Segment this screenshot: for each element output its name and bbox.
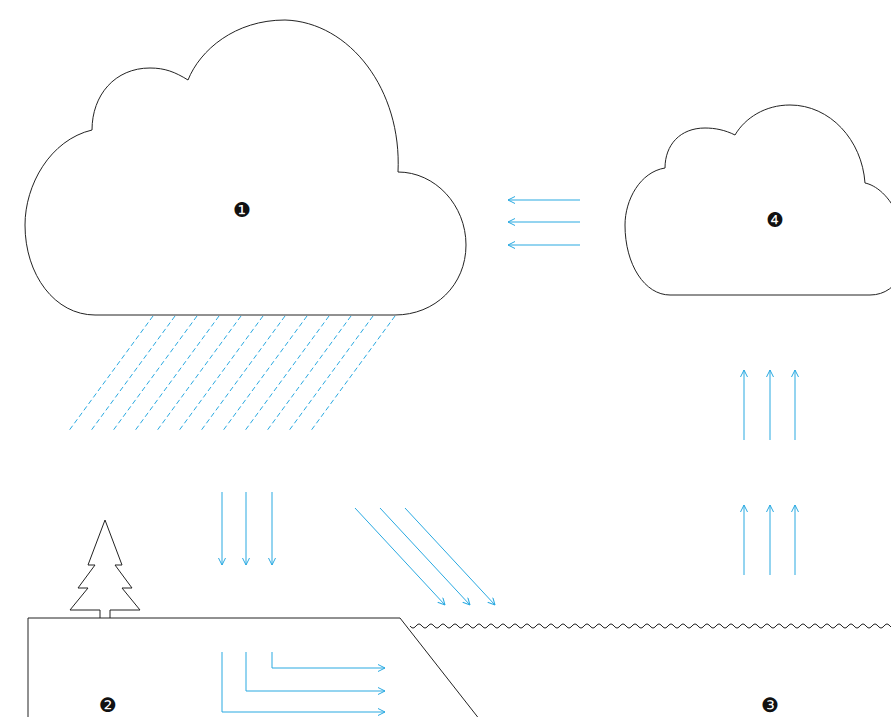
flow-arrow xyxy=(744,370,745,440)
flow-arrow xyxy=(744,505,745,575)
cloud-shape-outline xyxy=(625,105,891,295)
node-outline xyxy=(25,20,467,316)
flow-arrow xyxy=(380,508,470,605)
node-outline xyxy=(625,105,891,296)
flow-arrow xyxy=(508,245,580,246)
rain-line xyxy=(288,316,373,432)
flow-arrow xyxy=(222,652,385,712)
callout-number: ❶ xyxy=(233,200,251,220)
flow-arrow xyxy=(770,370,771,440)
flow-arrow xyxy=(272,492,273,565)
rain-line xyxy=(112,316,197,432)
rain-line xyxy=(90,316,175,432)
flow-arrow xyxy=(795,505,796,575)
land-region: ❷ xyxy=(28,618,478,717)
flow-arrow xyxy=(246,492,247,565)
flow-arrow xyxy=(246,652,385,691)
flow-arrow xyxy=(405,508,495,605)
rain-line xyxy=(222,316,307,432)
tree-symbol xyxy=(70,520,140,618)
flow-arrow xyxy=(795,370,796,440)
flow-arrow xyxy=(770,505,771,575)
rain-line xyxy=(68,316,153,432)
land-region-outline xyxy=(28,618,480,717)
node-outline xyxy=(28,618,478,717)
callout-number: ❷ xyxy=(99,695,117,715)
rain-line xyxy=(244,316,329,432)
flow-arrow xyxy=(222,492,223,565)
node-outline xyxy=(400,620,891,717)
flow-arrow xyxy=(508,222,580,223)
rain-line xyxy=(200,316,285,432)
flow-arrow xyxy=(272,652,385,668)
rain-line xyxy=(156,316,241,432)
rain-line xyxy=(134,316,219,432)
rain-line xyxy=(266,316,351,432)
rain-line xyxy=(178,316,263,432)
sea-region-outline xyxy=(410,624,891,628)
rain-line xyxy=(310,316,395,432)
callout-number: ❸ xyxy=(761,695,779,715)
cloud-shape-outline xyxy=(25,20,466,315)
flow-arrow xyxy=(508,200,580,201)
sea-region: ❸ xyxy=(400,620,891,717)
cloud-shape: ❶ xyxy=(25,20,467,316)
cloud-shape: ❹ xyxy=(625,105,891,296)
callout-number: ❹ xyxy=(766,210,784,230)
flow-arrow xyxy=(355,508,445,605)
rain-lines xyxy=(68,316,395,432)
